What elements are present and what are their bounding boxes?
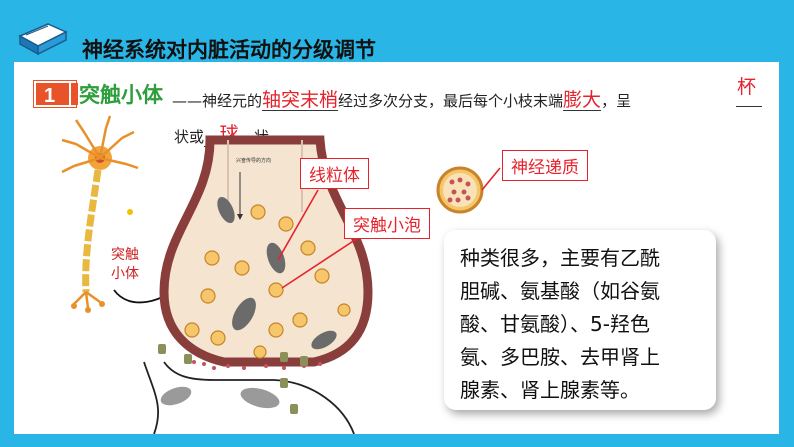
postsynaptic-membrane [143,361,355,434]
info-line: 种类很多，主要有乙酰 [460,246,660,270]
vesicle-label: 突触小泡 [344,208,430,239]
page-title: 神经系统对内脏活动的分级调节 [82,38,376,62]
synapse-diagram [61,115,501,434]
sentence-part-1: ——神经元的 [172,92,263,110]
answer-enlarged: 膨大 [563,89,602,111]
book-icon [18,23,68,56]
blank-line-cup [736,106,762,107]
transmitter-info-box: 种类很多，主要有乙酰 胆碱、氨基酸（如谷氨 酸、甘氨酸）、5-羟色 氨、多巴胺、… [444,230,716,410]
neuron-illustration [61,115,139,313]
content-panel: 1 突触小体 ——神经元的轴突末梢经过多次分支，最后每个小枝末端膨大，呈 杯 状… [14,62,779,434]
section-heading: 突触小体 [79,83,163,107]
answer-axon-terminal: 轴突末梢 [262,89,339,111]
title-bar: 神经系统对内脏活动的分级调节 [0,0,794,62]
info-line: 氨、多巴胺、去甲肾上 [460,345,660,369]
answer-cup: 杯 [737,76,757,98]
neurotransmitter-illustration [436,166,484,214]
section-number-badge: 1 [33,80,78,108]
sentence-part-4: 状或 [174,128,205,146]
sentence-part-2: 经过多次分支，最后每个小枝末端 [338,92,564,110]
info-line: 腺素、肾上腺素等。 [460,378,640,402]
mitochondria-label: 线粒体 [300,158,369,189]
direction-label: 兴奋传导的方向 [236,158,272,164]
info-line: 胆碱、氨基酸（如谷氨 [460,279,660,303]
sentence-part-3: ，呈 [601,92,632,110]
definition-line-1: ——神经元的轴突末梢经过多次分支，最后每个小枝末端膨大，呈 [172,85,631,112]
synapse-body-label: 突触小体 [111,247,139,282]
transmitter-label: 神经递质 [502,150,588,181]
info-line: 酸、甘氨酸）、5-羟色 [460,312,650,336]
